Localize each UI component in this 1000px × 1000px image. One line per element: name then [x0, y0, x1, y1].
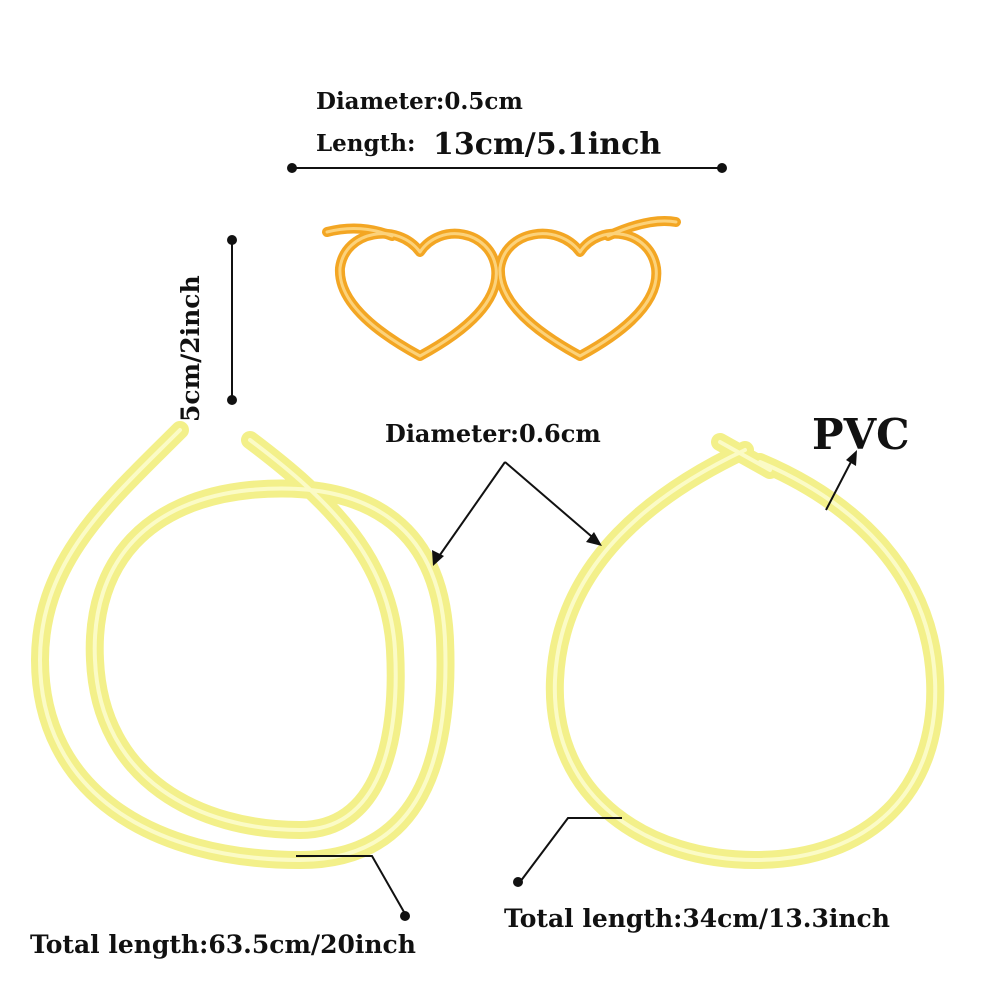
- left-length-leader: [296, 855, 405, 913]
- glasses-diameter-label: Diameter:0.5cm: [316, 88, 523, 115]
- dot-glasses-right: [717, 163, 727, 173]
- dimension-annotations: [231, 167, 855, 913]
- arrowhead-left: [432, 550, 444, 566]
- dot-glasses-left: [287, 163, 297, 173]
- glasses-length-label: Length:: [316, 130, 416, 157]
- glasses-length-value: 13cm/5.1inch: [433, 127, 662, 162]
- dot-right-length: [513, 877, 523, 887]
- long-straw-length-label: Total length:63.5cm/20inch: [30, 930, 416, 959]
- short-straw-length-label: Total length:34cm/13.3inch: [504, 904, 890, 933]
- dot-height-top: [227, 235, 237, 245]
- straw-diameter-label: Diameter:0.6cm: [385, 419, 601, 448]
- height-label: 5cm/2inch: [176, 275, 205, 422]
- arrowhead-right: [586, 532, 602, 546]
- material-pointer: [825, 455, 855, 511]
- diameter-pointer-right: [504, 461, 599, 543]
- long-straw: [30, 421, 455, 870]
- dot-left-length: [400, 911, 410, 921]
- arrowhead-material: [846, 450, 857, 466]
- annotation-arrowheads: [432, 450, 857, 566]
- diameter-pointer-left: [434, 461, 506, 563]
- right-length-leader: [519, 817, 622, 883]
- material-label: PVC: [812, 410, 910, 459]
- dot-height-bottom: [227, 395, 237, 405]
- annotation-dots: [227, 163, 727, 921]
- short-straw: [545, 433, 945, 870]
- heart-glasses: [322, 216, 681, 361]
